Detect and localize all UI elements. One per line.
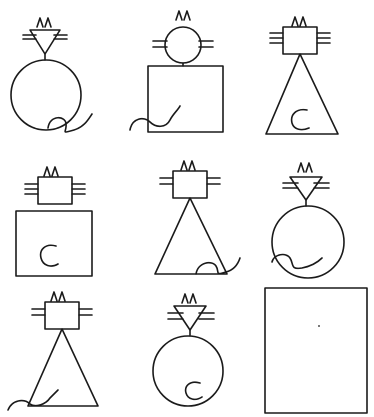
cell-1-1-figure — [11, 18, 92, 132]
whiskers — [153, 41, 213, 47]
c-tail — [292, 110, 309, 130]
triangle-body — [155, 198, 227, 274]
cell-2-3-figure — [272, 163, 344, 278]
cell-1-3-figure — [266, 17, 338, 134]
square-head — [283, 27, 317, 54]
circle-head — [165, 27, 201, 63]
square-head — [45, 302, 79, 329]
curly-tail — [196, 258, 240, 274]
whiskers — [270, 33, 330, 43]
triangle-head — [30, 30, 60, 54]
cat-ears — [292, 17, 306, 26]
cell-1-2-figure — [130, 11, 223, 132]
cell-2-2-figure — [155, 161, 240, 274]
cell-3-1-figure — [8, 292, 98, 410]
whiskers — [23, 35, 67, 39]
cell-3-2-figure — [153, 294, 223, 406]
cat-ears — [181, 161, 195, 170]
cat-ears — [298, 163, 312, 172]
whiskers — [283, 183, 329, 188]
triangle-head — [174, 306, 206, 330]
cell-2-1-figure — [16, 167, 92, 276]
cat-ears — [37, 18, 51, 27]
square-head — [38, 177, 72, 204]
c-tail — [186, 382, 202, 399]
whiskers — [32, 309, 92, 315]
triangle-body — [28, 329, 98, 406]
curly-tail — [272, 255, 322, 269]
whiskers — [25, 184, 85, 194]
cat-ears — [44, 167, 58, 176]
whiskers — [168, 313, 214, 319]
cat-ears — [176, 11, 190, 20]
c-tail — [41, 245, 58, 266]
curly-tail — [130, 106, 180, 130]
cat-ears — [182, 294, 196, 303]
whiskers — [160, 178, 220, 184]
circle-body — [11, 60, 81, 130]
cat-ears — [51, 292, 65, 301]
triangle-body — [266, 54, 338, 134]
square-head — [173, 171, 207, 198]
stray-dot — [318, 325, 320, 327]
answer-box[interactable] — [265, 288, 367, 413]
square-body — [148, 66, 223, 132]
